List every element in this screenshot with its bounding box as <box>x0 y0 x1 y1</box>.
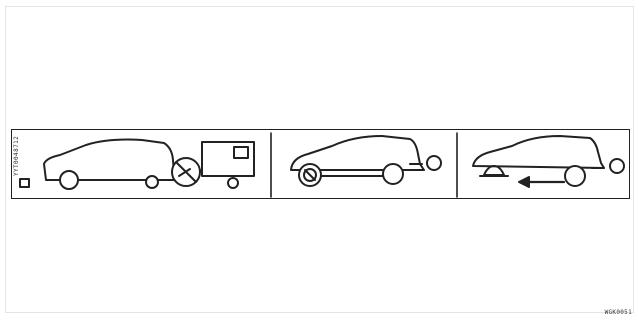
label-box-icon <box>20 179 29 187</box>
car-icon <box>473 136 604 168</box>
car-rear-wheel <box>383 164 403 184</box>
tow-point-icon <box>610 159 624 173</box>
car-rear-wheel <box>146 176 158 188</box>
panel-2 <box>291 136 441 186</box>
prohibition-icon <box>172 158 200 186</box>
car-rear-wheel <box>565 166 585 186</box>
arrow-left-icon <box>519 177 564 187</box>
car-front-wheel <box>60 171 78 189</box>
figure-id: WGK0051 <box>605 309 632 316</box>
panel-3 <box>473 136 624 187</box>
label-side-code: YYT0048712 <box>13 136 20 176</box>
towing-pictograms <box>12 130 631 200</box>
panel-1 <box>44 140 254 189</box>
towing-caution-label <box>11 129 630 199</box>
tow-point-icon <box>427 156 441 170</box>
prohibition-icon <box>304 169 316 181</box>
